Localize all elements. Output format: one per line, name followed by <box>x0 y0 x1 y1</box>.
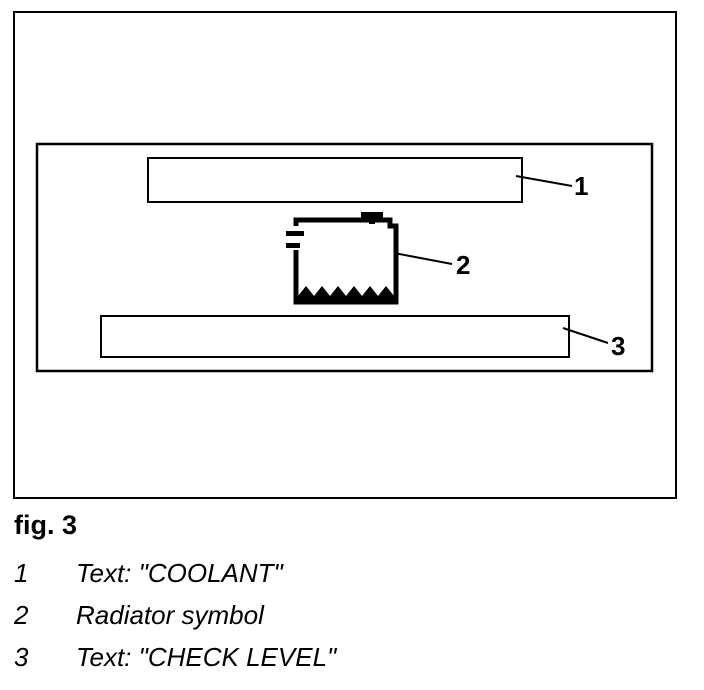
display-panel <box>35 142 654 373</box>
legend: 1 Text: "COOLANT" 2 Radiator symbol 3 Te… <box>14 552 694 678</box>
legend-item: 2 Radiator symbol <box>14 594 694 636</box>
legend-item: 1 Text: "COOLANT" <box>14 552 694 594</box>
legend-text: Radiator symbol <box>76 600 264 630</box>
legend-number: 2 <box>14 600 29 630</box>
legend-item: 3 Text: "CHECK LEVEL" <box>14 636 694 678</box>
text-field-coolant <box>147 157 523 203</box>
outer-frame <box>13 11 677 499</box>
callout-2: 2 <box>456 250 470 280</box>
legend-text: Text: "COOLANT" <box>76 558 283 588</box>
callout-1: 1 <box>574 171 588 201</box>
text-field-check-level <box>100 315 570 358</box>
legend-number: 3 <box>14 642 29 672</box>
radiator-icon <box>286 212 399 305</box>
leader-line-2 <box>393 252 453 265</box>
figure-label: fig. 3 <box>14 510 78 540</box>
legend-number: 1 <box>14 558 29 588</box>
leader-line-1 <box>515 175 573 187</box>
legend-text: Text: "CHECK LEVEL" <box>76 642 337 672</box>
callout-3: 3 <box>611 331 625 361</box>
leader-line-3 <box>562 327 609 344</box>
diagram: 1 2 3 <box>13 11 677 499</box>
